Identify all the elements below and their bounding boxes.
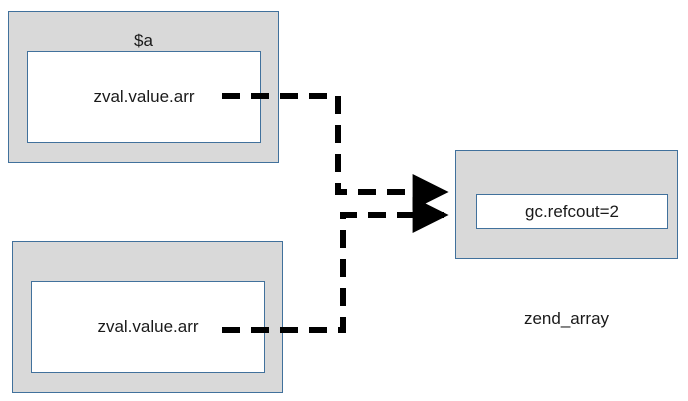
zval-b-field-box[interactable]: zval.value.arr [31,281,265,373]
zval-a-field-box[interactable]: zval.value.arr [27,51,261,143]
zval-a-title: $a [134,31,153,50]
zend-array-title: zend_array [523,309,610,328]
zend-array-refcount-box[interactable]: gc.refcout=2 [476,194,668,229]
zend-array-refcount-label: gc.refcout=2 [524,201,620,221]
zval-b-field-label: zval.value.arr [97,317,199,336]
zval-a-field-label: zval.value.arr [93,87,195,106]
